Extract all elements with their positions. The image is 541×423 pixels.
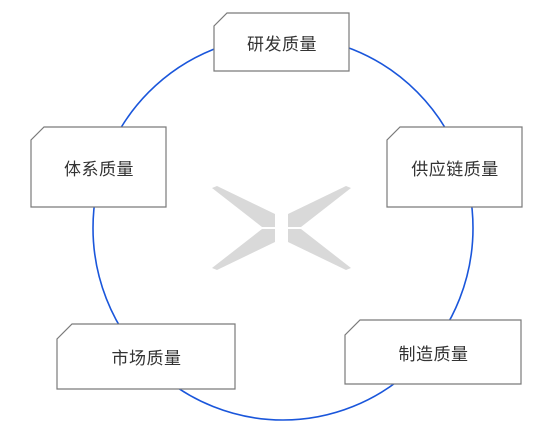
node-label: 研发质量	[247, 34, 317, 55]
node-rd-quality: 研发质量	[213, 12, 351, 72]
node-label: 供应链质量	[411, 159, 499, 180]
node-manufacturing-quality: 制造质量	[344, 319, 523, 385]
node-system-quality: 体系质量	[30, 126, 168, 208]
node-box	[386, 126, 523, 208]
node-box	[30, 126, 167, 208]
node-market-quality: 市场质量	[56, 323, 237, 390]
node-box	[213, 12, 350, 72]
node-label: 市场质量	[111, 349, 182, 369]
node-label: 体系质量	[64, 159, 134, 180]
node-box	[344, 319, 522, 385]
node-label: 制造质量	[398, 344, 469, 365]
x-logo-icon	[212, 186, 351, 270]
node-supply-chain-quality: 供应链质量	[386, 126, 524, 208]
node-box	[56, 323, 236, 390]
